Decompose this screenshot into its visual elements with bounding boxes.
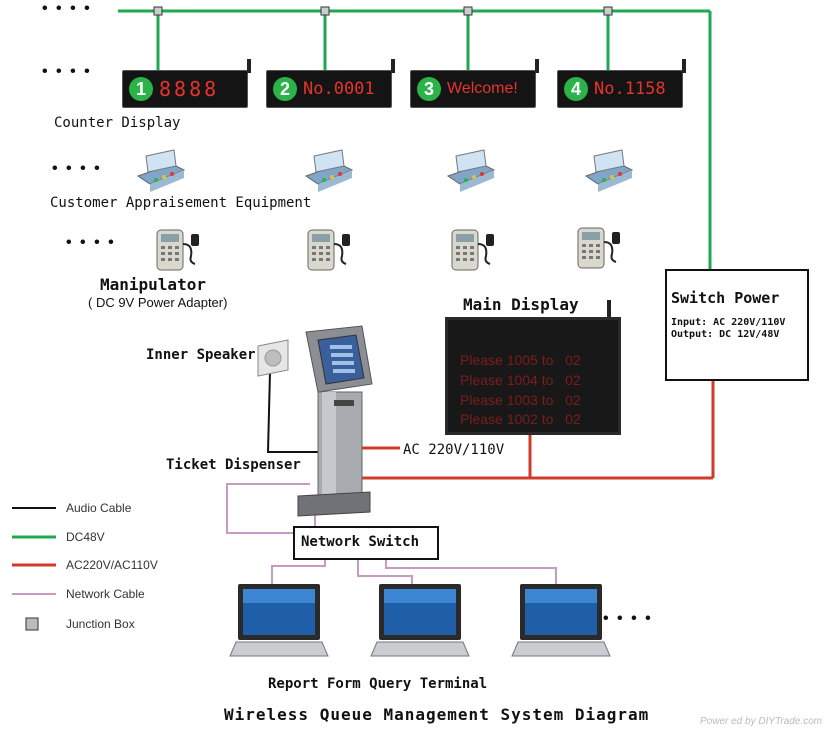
ellipsis: • • • • bbox=[603, 610, 653, 627]
report-terminal-label: Report Form Query Terminal bbox=[268, 676, 488, 692]
counter-display-2: 2 No.0001 bbox=[266, 59, 395, 108]
switch-power-input: Input: AC 220V/110V bbox=[671, 317, 786, 328]
antenna-icon bbox=[682, 59, 686, 73]
switch-power-output: Output: DC 12V/48V bbox=[671, 329, 780, 340]
counter-led-text: 8888 bbox=[159, 77, 220, 101]
switch-power-title: Switch Power bbox=[671, 289, 780, 307]
speaker-icon bbox=[257, 339, 289, 377]
appraisement-label: Customer Appraisement Equipment bbox=[50, 195, 312, 211]
main-display-row: Please 1004 to 02 bbox=[460, 372, 581, 388]
counter-led-text: No.0001 bbox=[303, 79, 375, 99]
inner-speaker-label: Inner Speaker bbox=[146, 347, 256, 363]
antenna-icon bbox=[607, 300, 611, 318]
keypad-icon bbox=[307, 229, 350, 271]
ellipsis: • • • • bbox=[52, 160, 102, 177]
watermark: Power ed by DIYTrade.com bbox=[700, 716, 823, 727]
junction-boxes bbox=[153, 6, 613, 16]
legend-label-junction: Junction Box bbox=[66, 617, 135, 631]
main-display-row: Please 1003 to 02 bbox=[460, 392, 581, 408]
laptop-icon bbox=[370, 584, 470, 657]
appraisement-device-icon bbox=[446, 149, 496, 192]
laptop-icon bbox=[229, 584, 329, 657]
counter-led-text: No.1158 bbox=[594, 79, 666, 99]
laptop-icon bbox=[511, 584, 611, 657]
main-display-screen: Please 1005 to 02 Please 1004 to 02 Plea… bbox=[445, 317, 621, 435]
audio-wiring bbox=[266, 371, 318, 453]
ticket-dispenser-kiosk-icon bbox=[297, 325, 373, 517]
appraisement-devices bbox=[136, 149, 634, 192]
ellipsis: • • • • bbox=[66, 234, 116, 251]
counter-number-badge: 1 bbox=[129, 77, 153, 101]
antenna-icon bbox=[535, 59, 539, 73]
keypad-icon bbox=[156, 229, 199, 271]
ellipsis: • • • • bbox=[42, 0, 92, 17]
counter-led-text: Welcome! bbox=[447, 80, 518, 97]
legend-label-audio: Audio Cable bbox=[66, 501, 132, 515]
manipulator-devices bbox=[156, 227, 620, 271]
legend-label-dc48v: DC48V bbox=[66, 530, 105, 544]
counter-number-badge: 3 bbox=[417, 77, 441, 101]
appraisement-device-icon bbox=[584, 149, 634, 192]
manipulator-sublabel: ( DC 9V Power Adapter) bbox=[88, 295, 228, 310]
main-display-row: Please 1002 to 02 bbox=[460, 411, 581, 427]
legend-label-ac: AC220V/AC110V bbox=[66, 558, 158, 572]
legend-swatches bbox=[12, 507, 56, 631]
ac-wiring bbox=[362, 377, 715, 480]
network-switch-label: Network Switch bbox=[301, 534, 420, 550]
appraisement-device-icon bbox=[136, 149, 186, 192]
dc48v-wiring bbox=[118, 9, 712, 269]
appraisement-device-icon bbox=[304, 149, 354, 192]
manipulator-label: Manipulator bbox=[100, 275, 206, 294]
switch-power-box: Switch Power Input: AC 220V/110V Output:… bbox=[665, 269, 809, 381]
legend-label-network: Network Cable bbox=[66, 587, 145, 601]
counter-display-3: 3 Welcome! bbox=[410, 59, 539, 108]
counter-number-badge: 4 bbox=[564, 77, 588, 101]
ticket-dispenser-label: Ticket Dispenser bbox=[166, 457, 301, 473]
ellipsis: • • • • bbox=[42, 63, 92, 80]
ac-voltage-label: AC 220V/110V bbox=[403, 442, 505, 458]
counter-display-4: 4 No.1158 bbox=[557, 59, 686, 108]
laptops bbox=[229, 584, 611, 657]
counter-display-label: Counter Display bbox=[54, 115, 181, 131]
counter-display-1: 1 8888 bbox=[122, 59, 251, 108]
antenna-icon bbox=[391, 59, 395, 73]
keypad-icon bbox=[451, 229, 494, 271]
main-display-row: Please 1005 to 02 bbox=[460, 352, 581, 368]
keypad-icon bbox=[577, 227, 620, 269]
antenna-icon bbox=[247, 59, 251, 73]
network-wiring bbox=[226, 483, 557, 584]
counter-number-badge: 2 bbox=[273, 77, 297, 101]
network-switch-box: Network Switch bbox=[293, 526, 439, 560]
diagram-title: Wireless Queue Management System Diagram bbox=[224, 705, 650, 724]
main-display-label: Main Display bbox=[463, 295, 579, 314]
